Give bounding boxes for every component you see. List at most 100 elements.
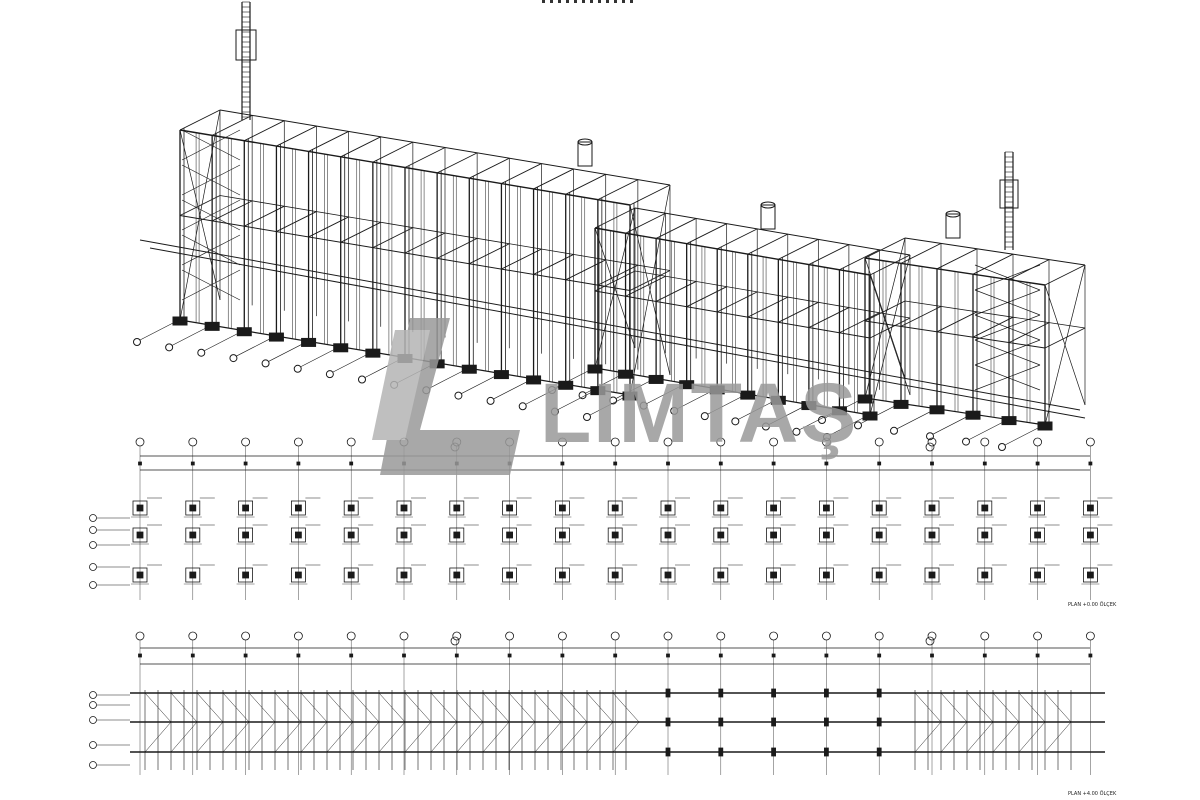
- footing-pad: [268, 332, 284, 342]
- grid-leader: [554, 369, 591, 389]
- grid-bubble: [325, 370, 334, 379]
- column-base: [875, 504, 883, 512]
- exhaust-stack: [945, 213, 961, 239]
- bracing: [864, 237, 906, 399]
- dimension-tick: [1088, 653, 1093, 658]
- floor-beam: [655, 281, 697, 302]
- dimension-tick: [930, 461, 934, 466]
- footing-pad: [1037, 421, 1053, 431]
- dimension-tick: [666, 461, 670, 466]
- bracing: [594, 207, 636, 369]
- grid-leader: [968, 421, 1005, 440]
- column-base: [559, 571, 566, 579]
- column-mark: [771, 688, 776, 698]
- footing-pad: [587, 364, 603, 374]
- footing: [343, 567, 359, 583]
- column-mark: [876, 688, 882, 698]
- grid-bubble: [854, 421, 862, 430]
- footing: [555, 527, 570, 543]
- grid-axis-bubble: [1086, 631, 1095, 641]
- grid-axis-bubble: [293, 437, 303, 447]
- grid-leader: [829, 416, 866, 436]
- footing: [449, 527, 465, 543]
- stair-bracing: [974, 289, 1041, 316]
- floor-beam: [629, 270, 671, 291]
- diagonal-brace: [430, 692, 458, 723]
- column-base: [1034, 504, 1041, 512]
- column-base: [823, 531, 830, 539]
- grid-leader: [860, 405, 897, 424]
- column-base: [928, 571, 936, 579]
- title-mark: [542, 0, 545, 3]
- roof-beam: [864, 237, 906, 259]
- column-base: [664, 571, 672, 579]
- dimension-tick: [190, 653, 195, 658]
- stair-bracing: [181, 269, 241, 301]
- floor-beam: [717, 291, 758, 313]
- floor-beam: [1008, 322, 1050, 344]
- grid-bubble: [229, 354, 238, 363]
- column-base: [559, 504, 566, 512]
- grid-axis-bubble: [558, 631, 567, 641]
- grid-leader: [461, 375, 497, 394]
- diagonal-brace: [352, 692, 380, 723]
- column-base: [981, 571, 989, 579]
- exhaust-stack-top: [577, 138, 593, 146]
- diagonal-brace: [586, 721, 614, 753]
- grid-axis-bubble: [769, 631, 778, 641]
- floor-beam: [747, 296, 788, 318]
- footing-pad: [461, 364, 477, 374]
- grid-bubble: [792, 427, 801, 436]
- footing: [713, 500, 729, 516]
- footing: [290, 567, 306, 583]
- footing: [1030, 527, 1045, 543]
- floor-beam: [501, 248, 542, 270]
- row-axis-bubble: [89, 581, 97, 589]
- footing: [924, 527, 940, 543]
- diagonal-brace: [508, 721, 536, 753]
- grid-axis-bubble: [452, 631, 462, 641]
- column-base: [611, 571, 619, 579]
- grid-bubble: [550, 407, 559, 416]
- dimension-tick: [349, 653, 354, 658]
- footing: [185, 527, 201, 543]
- dimension-tick: [243, 461, 248, 466]
- diagonal-brace: [1018, 692, 1046, 723]
- footing: [185, 567, 201, 583]
- bracing: [869, 254, 911, 416]
- floor-beam: [808, 307, 850, 328]
- roof-beam: [404, 147, 446, 168]
- roof-beam: [747, 233, 788, 255]
- diagonal-brace: [992, 692, 1020, 723]
- title-mark: [614, 0, 617, 3]
- row-axis-bubble: [89, 691, 97, 699]
- footing: [238, 500, 254, 516]
- grid-leader: [139, 321, 176, 341]
- grid-bubble: [578, 391, 587, 400]
- grid-bubble: [358, 375, 366, 384]
- column-base: [664, 504, 672, 512]
- back-chord: [634, 207, 911, 256]
- roof-beam: [1044, 264, 1086, 286]
- section-marker: [925, 442, 935, 452]
- column-base: [242, 571, 250, 579]
- column-base: [823, 504, 830, 512]
- floor-beam: [404, 232, 446, 254]
- column-base: [506, 571, 514, 579]
- diagonal-brace: [1044, 692, 1072, 723]
- footing-pad: [770, 395, 786, 405]
- column-base: [189, 504, 197, 512]
- footing: [290, 500, 306, 516]
- footing-pad: [740, 390, 756, 400]
- roof-beam: [179, 109, 221, 131]
- diagonal-brace: [248, 721, 276, 753]
- grid-leader: [932, 415, 969, 435]
- stair-bracing: [974, 314, 1041, 341]
- diagonal-brace: [170, 721, 198, 753]
- ladder-cage: [999, 179, 1019, 209]
- diagonal-brace: [508, 692, 536, 723]
- grid-axis-bubble: [610, 631, 620, 641]
- column-base: [1087, 571, 1094, 579]
- column-base: [136, 504, 144, 512]
- column-base: [1087, 531, 1094, 539]
